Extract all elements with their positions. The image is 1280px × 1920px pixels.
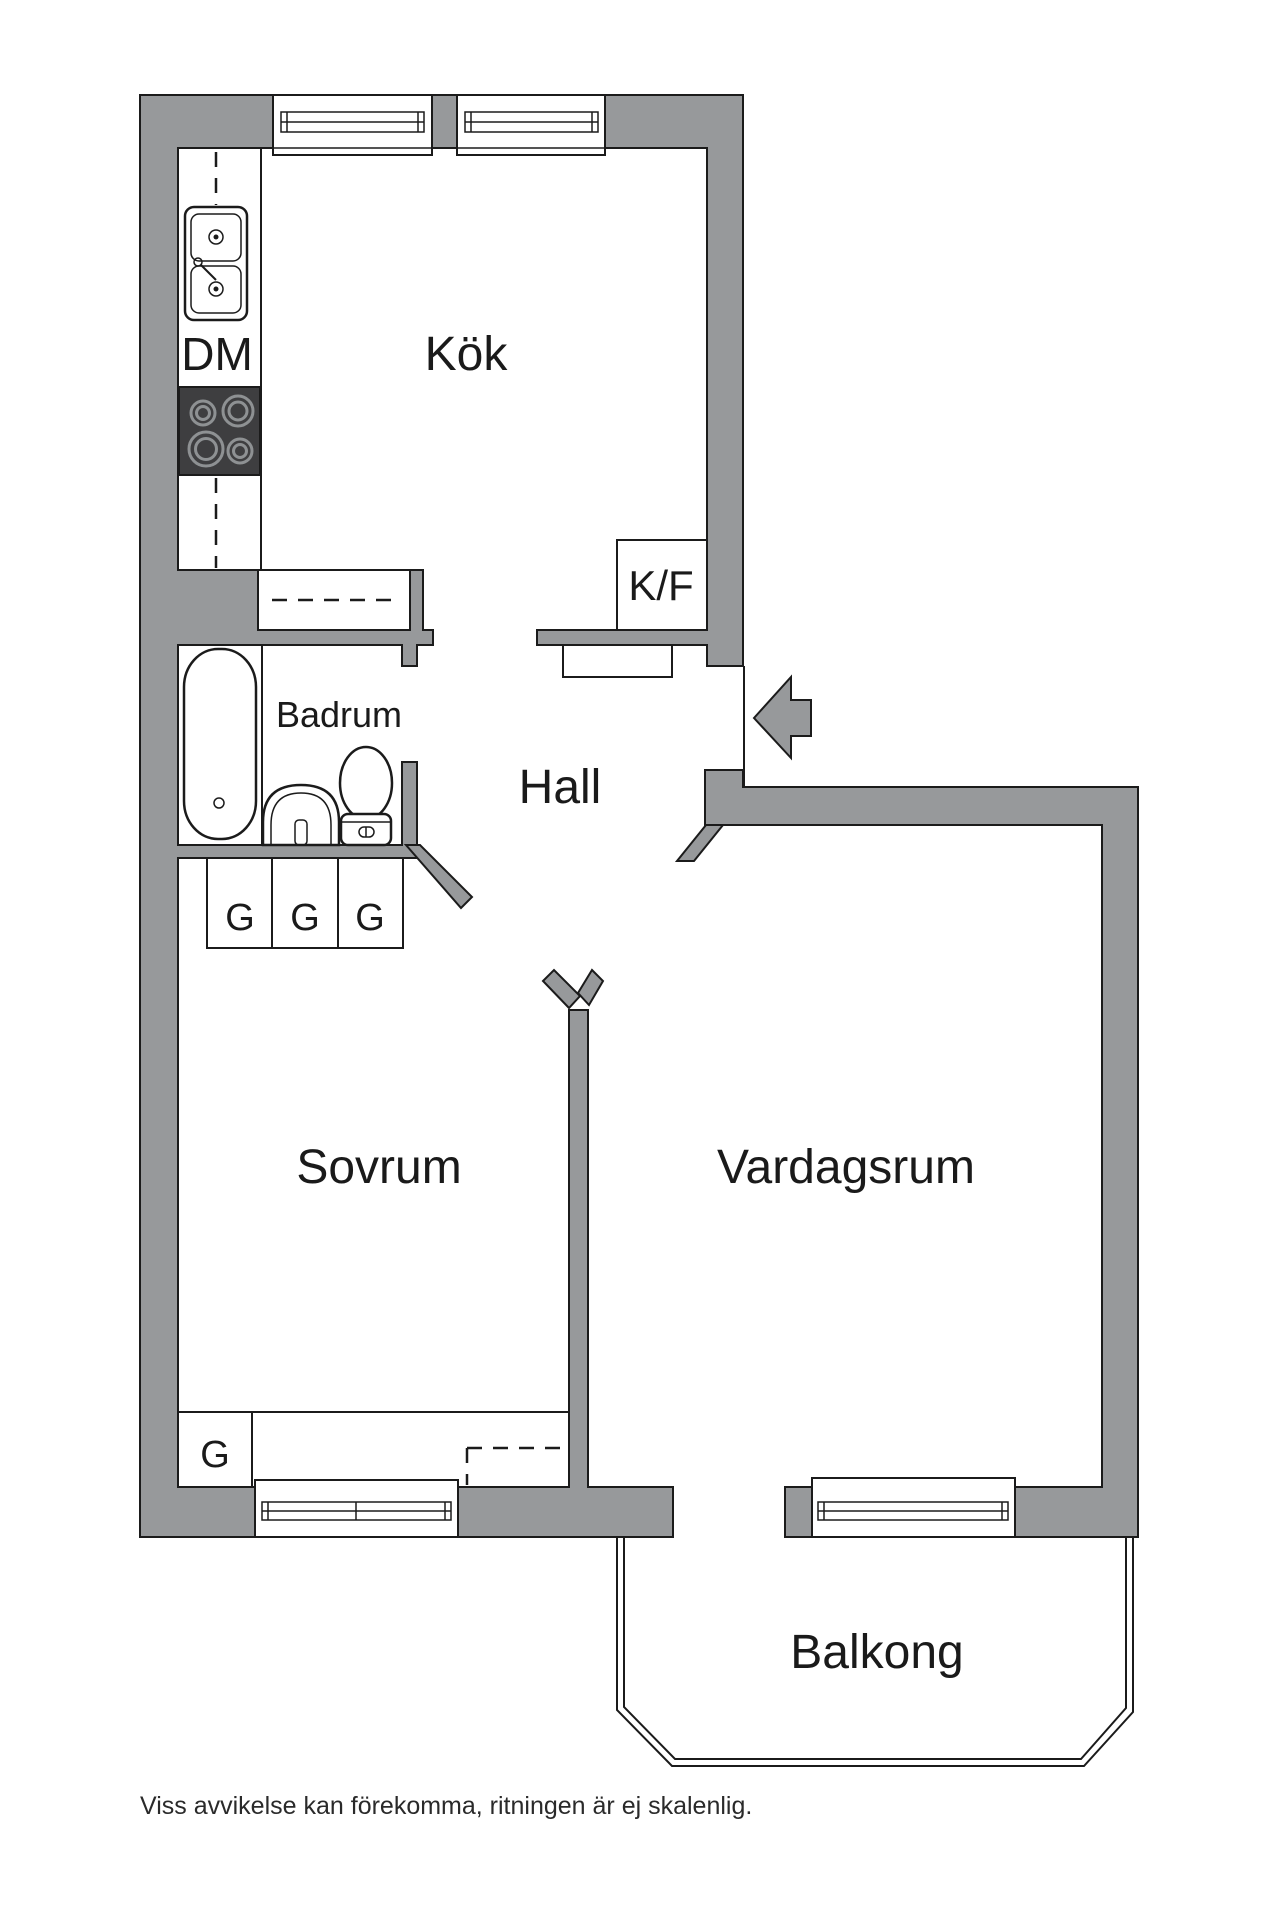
hall-closets xyxy=(206,857,404,949)
bathtub-drain xyxy=(213,797,225,809)
kitchen xyxy=(178,148,708,678)
fridge-freezer-box xyxy=(616,539,708,631)
window-frame xyxy=(272,94,433,156)
wall-partition-arm-left xyxy=(541,968,582,1010)
dishwasher-label: DM xyxy=(181,328,253,380)
bedroom-window xyxy=(254,1479,459,1538)
bathtub xyxy=(182,647,258,841)
entry-arrow-icon xyxy=(752,674,812,761)
burner xyxy=(195,405,211,421)
sink-drain-dot xyxy=(213,286,219,292)
washbasin xyxy=(261,783,341,847)
stove xyxy=(178,386,261,476)
hall-label: Hall xyxy=(519,761,602,814)
balcony-label: Balkong xyxy=(790,1626,963,1679)
sink-outline xyxy=(183,205,249,322)
burner xyxy=(232,443,248,459)
sink-drain xyxy=(208,229,224,245)
wall-balcony-pier xyxy=(784,1486,813,1538)
sink-bowl xyxy=(190,265,242,314)
wall-reveal-livingroom xyxy=(674,824,726,862)
washbasin-inner xyxy=(270,792,332,845)
livingroom-label: Vardagsrum xyxy=(717,1141,975,1194)
sink-bowl xyxy=(190,213,242,262)
window-frame xyxy=(456,94,606,156)
burner xyxy=(187,430,225,468)
labels: Kök Hall Badrum Sovrum Vardagsrum Balkon… xyxy=(140,328,975,1820)
kitchen-window-right xyxy=(456,94,606,156)
bathroom xyxy=(182,645,394,847)
balcony-railing xyxy=(616,1537,1134,1767)
railing-inner xyxy=(623,1537,1127,1760)
disclaimer-text: Viss avvikelse kan förekomma, ritningen … xyxy=(140,1792,752,1820)
entry xyxy=(743,666,812,787)
sink-drain-dot xyxy=(213,234,219,240)
wall-partition-arm-right xyxy=(576,968,605,1007)
sink-drain xyxy=(208,281,224,297)
kitchen-sink xyxy=(183,205,249,322)
kitchen-label: Kök xyxy=(425,328,509,381)
closet-row xyxy=(206,857,404,949)
kitchen-window-left xyxy=(272,94,433,156)
closet-box xyxy=(177,1411,253,1488)
closet-label: G xyxy=(290,897,320,939)
bathtub-outline xyxy=(182,647,258,841)
fridge-freezer-label: K/F xyxy=(628,562,693,609)
bedroom-details xyxy=(177,1411,569,1488)
faucet-base xyxy=(193,257,203,267)
closet-label: G xyxy=(355,897,385,939)
kitchen-sliding-door xyxy=(562,644,673,678)
closet-label: G xyxy=(225,897,255,939)
burner xyxy=(189,399,217,427)
burner xyxy=(227,400,249,422)
livingroom-window xyxy=(811,1477,1016,1538)
burner xyxy=(226,437,254,465)
faucet-arm xyxy=(200,264,217,281)
burner xyxy=(221,394,255,428)
washbasin-outline xyxy=(261,783,341,847)
closet-label: G xyxy=(200,1434,230,1476)
window-frame xyxy=(811,1477,1016,1538)
bedroom-label: Sovrum xyxy=(296,1141,461,1194)
railing-outer xyxy=(616,1537,1134,1767)
bathroom-door-leaf xyxy=(403,844,474,910)
bathroom-label: Badrum xyxy=(276,694,402,735)
burner xyxy=(194,437,218,461)
washbasin-tap xyxy=(294,819,308,846)
wall-partition-bedroom-livingroom xyxy=(457,1009,674,1538)
toilet xyxy=(338,745,394,847)
toilet-bowl xyxy=(338,745,394,821)
